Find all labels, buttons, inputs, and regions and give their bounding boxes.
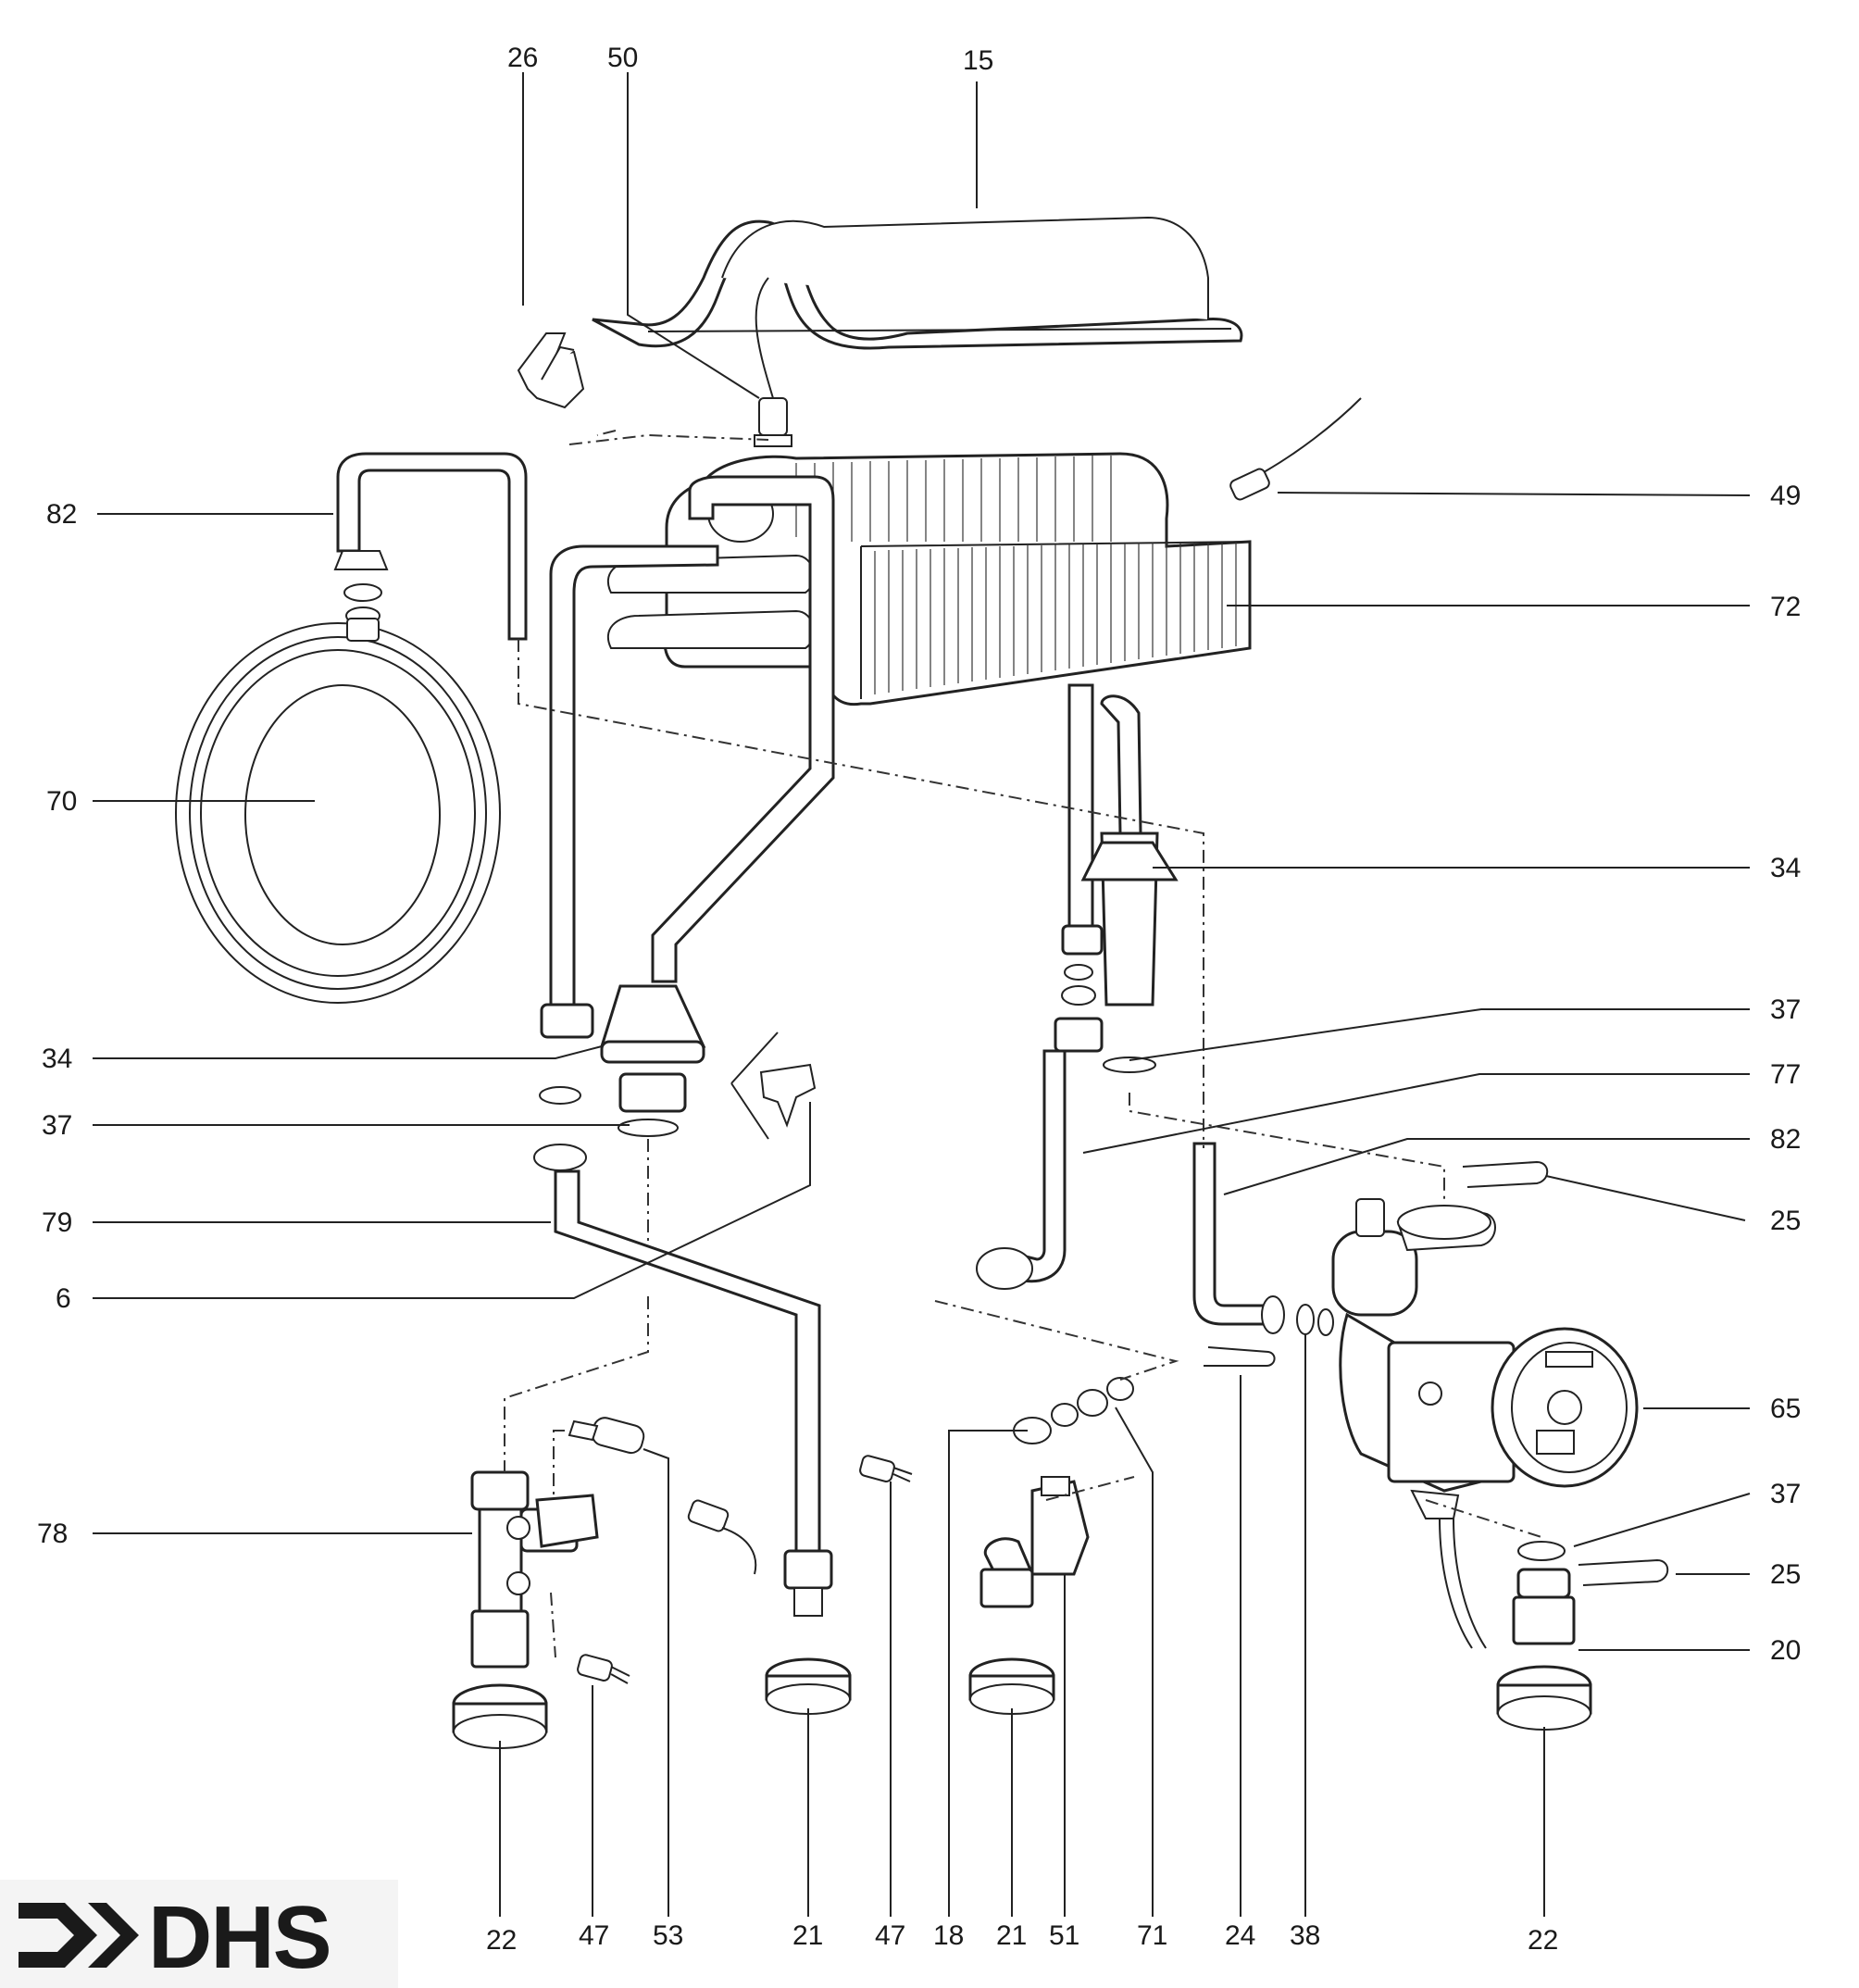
bottom-callout: 21	[996, 1920, 1027, 1951]
bottom-callout: 38	[1290, 1920, 1320, 1951]
lower-right-fittings	[1496, 1541, 1592, 1731]
part-49-sensor	[1229, 397, 1362, 501]
callout-79: 79	[42, 1207, 72, 1238]
bottom-callout: 22	[486, 1925, 517, 1956]
bottom-callout: 51	[1049, 1920, 1079, 1951]
right-lower-pipes	[976, 831, 1179, 1290]
callout-50: 50	[607, 43, 638, 73]
callout-26: 26	[507, 43, 538, 73]
callout-82-mid: 82	[1770, 1124, 1801, 1155]
bottom-callout: 22	[1528, 1925, 1558, 1956]
part-26-clip	[517, 332, 585, 409]
callout-37-left: 37	[42, 1110, 72, 1141]
part-82-pump-pipe	[1192, 1142, 1334, 1336]
clips-25-24	[1204, 1160, 1669, 1586]
callout-77: 77	[1770, 1059, 1801, 1090]
arrow-bracket-logo-icon	[19, 1903, 139, 1968]
part-79-pipe	[554, 1169, 833, 1617]
logo-text: DHS	[148, 1888, 331, 1987]
callout-70: 70	[46, 786, 77, 817]
center-lines	[504, 430, 1542, 1658]
callout-15: 15	[963, 45, 993, 76]
bottom-callout: 53	[653, 1920, 683, 1951]
bottom-callout: 71	[1137, 1920, 1167, 1951]
callout-6: 6	[56, 1283, 71, 1314]
callout-34-left: 34	[42, 1044, 72, 1074]
part-21-nut-left	[765, 1657, 852, 1715]
sensors-47-53	[568, 1417, 913, 1684]
callout-37-right: 37	[1770, 994, 1801, 1025]
part-50-sensor	[754, 277, 792, 447]
callout-25-lower: 25	[1770, 1559, 1801, 1590]
part-65-pump	[1331, 1198, 1639, 1649]
callout-82-top: 82	[46, 499, 77, 530]
bottom-callout: 47	[579, 1920, 609, 1951]
callout-49: 49	[1770, 481, 1801, 511]
heat-exchanger-pipes	[549, 475, 1142, 1005]
left-connectors	[533, 984, 817, 1171]
callout-65: 65	[1770, 1394, 1801, 1424]
part-78-manifold	[452, 1470, 599, 1749]
dhs-logo: DHS	[0, 1880, 398, 1988]
bottom-callout: 18	[933, 1920, 964, 1951]
bottom-callout: 47	[875, 1920, 905, 1951]
part-70-expansion-vessel	[175, 583, 501, 1004]
part-15-hood	[592, 216, 1243, 350]
callout-78: 78	[37, 1519, 68, 1549]
callout-25-top: 25	[1770, 1206, 1801, 1236]
valve-51-washers	[968, 1377, 1134, 1715]
callout-72: 72	[1770, 592, 1801, 622]
callout-37-lower: 37	[1770, 1479, 1801, 1509]
bottom-callout: 21	[792, 1920, 823, 1951]
callout-34-right: 34	[1770, 853, 1801, 883]
callout-20: 20	[1770, 1635, 1801, 1666]
part-82-expansion-pipe	[333, 452, 528, 641]
bottom-callout: 24	[1225, 1920, 1255, 1951]
callout-numbers: 15 26 50 49 82 72 70 34 37 34 77 37 82 2…	[37, 43, 1801, 1956]
leader-lines	[93, 72, 1751, 1917]
